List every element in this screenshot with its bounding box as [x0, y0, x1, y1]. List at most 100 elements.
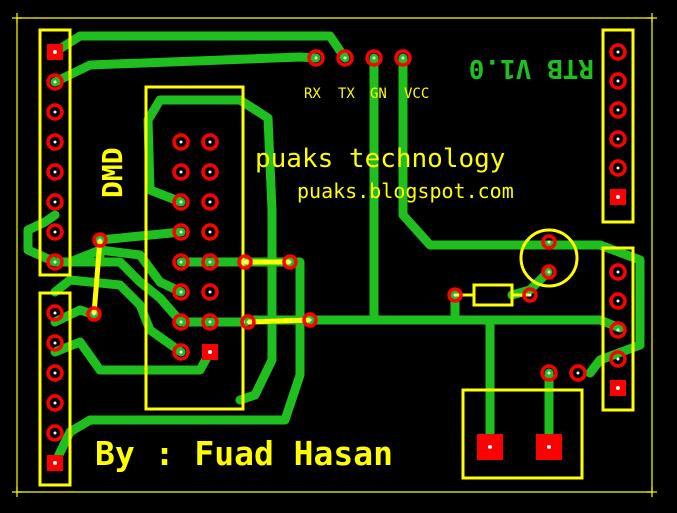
idc-pad	[201, 223, 219, 241]
right-header-bottom-pad-hole	[616, 270, 620, 274]
idc-pad-hole	[179, 350, 183, 354]
right-header-bottom-pad-square-hole	[616, 386, 620, 390]
right-header-top-pad	[609, 130, 627, 148]
idc-pad	[172, 193, 190, 211]
idc-pad	[172, 163, 190, 181]
left-header-bottom-pad-hole	[53, 371, 57, 375]
jumper-pad	[237, 254, 253, 270]
left-header-top-pad	[46, 253, 64, 271]
left-header-bottom-pad-square-hole	[53, 461, 57, 465]
right-header-bottom-pad	[609, 321, 627, 339]
left-header-bottom-pad-hole	[53, 341, 57, 345]
jumper-pad-hole	[98, 238, 102, 242]
serial-header-pad-hole	[343, 56, 347, 60]
idc-pad	[172, 283, 190, 301]
left-header-top-pad-hole	[53, 170, 57, 174]
right-header-top-pad-hole	[616, 108, 620, 112]
led-pad-hole	[547, 240, 551, 244]
right-header-bottom-pad-hole	[616, 328, 620, 332]
left-header-bottom-pad-hole	[53, 401, 57, 405]
idc-pad-hole	[179, 230, 183, 234]
right-header-top-pad-square-hole	[616, 195, 620, 199]
serial-header-pad	[365, 49, 383, 67]
pad-hole	[576, 371, 580, 375]
idc-pad-hole	[179, 200, 183, 204]
right-header-top-pad-hole	[616, 50, 620, 54]
idc-pad	[201, 163, 219, 181]
right-header-top-pad-hole	[616, 79, 620, 83]
author-label: By : Fuad Hasan	[95, 434, 393, 473]
pin-label-gn: GN	[370, 86, 387, 102]
idc-pad-hole	[208, 320, 212, 324]
round-component-outline	[519, 228, 579, 288]
left-header-top-pad	[46, 193, 64, 211]
right-header-bottom-pad-hole	[616, 299, 620, 303]
idc-pad-hole	[208, 140, 212, 144]
idc-pad-hole	[208, 290, 212, 294]
left-header-bottom-outline	[38, 291, 72, 487]
right-header-bottom-pad	[609, 350, 627, 368]
serial-header-pad	[394, 49, 412, 67]
resistor-pad	[522, 287, 538, 303]
resistor-pad	[447, 287, 463, 303]
left-header-top-pad	[46, 223, 64, 241]
terminal-block-outline	[461, 388, 584, 480]
idc-pad	[201, 253, 219, 271]
left-header-top-pad-hole	[53, 140, 57, 144]
right-header-top-pad-hole	[616, 166, 620, 170]
jumper-pad	[302, 312, 318, 328]
serial-header-pad-hole	[372, 56, 376, 60]
right-header-bottom-outline	[601, 246, 635, 412]
resistor-pad-hole	[528, 293, 532, 297]
pin-label-rx: RX	[304, 86, 321, 102]
left-header-bottom-pad	[46, 304, 64, 322]
right-header-bottom-pad-hole	[616, 357, 620, 361]
resistor-pad-hole	[453, 293, 457, 297]
serial-header-pad	[336, 49, 354, 67]
jumper-pad	[86, 306, 102, 322]
jumper-pad-hole	[288, 260, 292, 264]
dmd-label: DMD	[96, 147, 129, 198]
right-header-bottom-pad	[609, 292, 627, 310]
pads	[46, 43, 627, 471]
idc-pad-hole	[179, 170, 183, 174]
idc-pad-hole	[179, 290, 183, 294]
left-header-top-pad-hole	[53, 110, 57, 114]
idc-pad-hole	[208, 170, 212, 174]
right-header-top-outline	[601, 28, 635, 224]
right-header-bottom-pad	[609, 263, 627, 281]
pin-label-vcc: VCC	[404, 86, 429, 102]
idc-pad	[201, 283, 219, 301]
right-header-top-pad	[609, 72, 627, 90]
led-pad-hole	[547, 270, 551, 274]
left-header-top-pad-hole	[53, 260, 57, 264]
left-header-top-pad-hole	[53, 200, 57, 204]
board-outline	[12, 13, 657, 497]
company-label: puaks technology	[255, 144, 505, 174]
idc-pad-square-hole	[208, 350, 212, 354]
jumper-pad	[282, 254, 298, 270]
idc-pad	[172, 343, 190, 361]
left-header-bottom-pad	[46, 364, 64, 382]
jumper-pad-hole	[243, 260, 247, 264]
idc-pad	[172, 223, 190, 241]
left-header-top-pad	[46, 133, 64, 151]
pad-hole	[547, 371, 551, 375]
jumper-pad-hole	[92, 312, 96, 316]
idc-pad-hole	[208, 230, 212, 234]
left-header-top-outline	[38, 28, 72, 277]
left-header-top-pad-square-hole	[53, 50, 57, 54]
right-header-top-pad	[609, 43, 627, 61]
version-label: RTB V1.0	[469, 53, 594, 83]
left-header-bottom-pad-hole	[53, 431, 57, 435]
terminal-block-pad-hole	[547, 445, 551, 449]
left-header-top-pad-hole	[53, 80, 57, 84]
idc-connector-outline	[144, 85, 245, 411]
serial-header-pad-hole	[401, 56, 405, 60]
terminal-block-pad-hole	[488, 445, 492, 449]
jumper-pad-hole	[308, 318, 312, 322]
pin-label-tx: TX	[338, 86, 355, 102]
idc-pad-hole	[208, 260, 212, 264]
left-header-top-pad	[46, 163, 64, 181]
